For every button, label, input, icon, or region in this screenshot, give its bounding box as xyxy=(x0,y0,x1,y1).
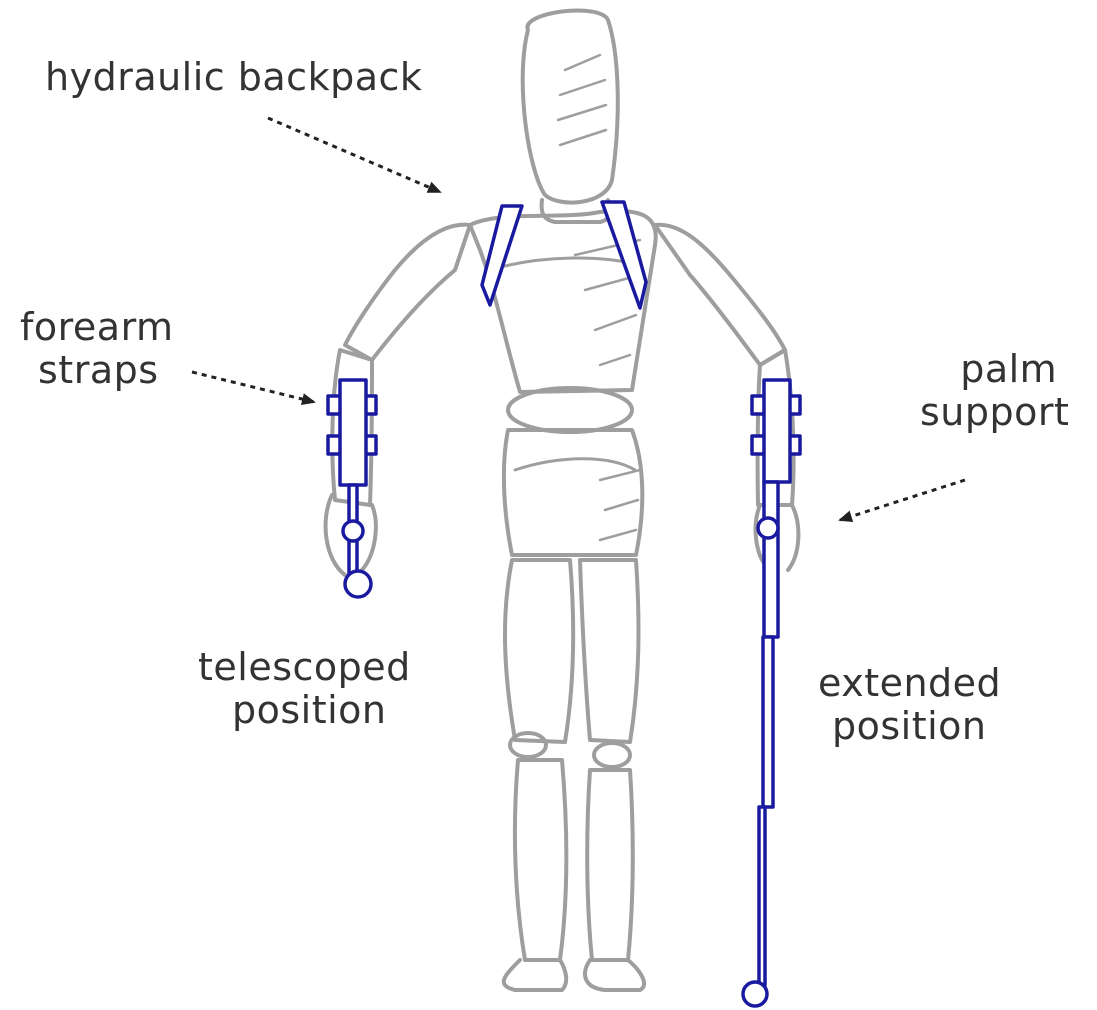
palm-grip-left xyxy=(343,521,363,541)
mannequin-left-upper-arm xyxy=(345,225,470,360)
label-hydraulic-backpack: hydraulic backpack xyxy=(45,56,422,99)
mannequin-right-thigh xyxy=(580,560,638,742)
label-extended-line2: position xyxy=(818,705,1001,748)
mannequin-left-shin xyxy=(515,760,566,960)
arrow-palm-support xyxy=(840,480,965,520)
forearm-sleeve-right xyxy=(764,380,790,482)
mannequin-figure xyxy=(326,11,799,990)
mannequin-right-shin xyxy=(587,770,633,960)
forearm-sleeve-left xyxy=(340,380,366,485)
telescope-outer-right xyxy=(764,482,778,637)
mannequin-left-foot xyxy=(504,960,566,990)
telescope-middle-right xyxy=(763,637,773,807)
mannequin-right-upper-arm xyxy=(655,225,785,365)
label-forearm-straps: forearm straps xyxy=(20,306,174,391)
label-forearm-straps-line1: forearm xyxy=(20,306,174,349)
label-palm-support-line2: support xyxy=(920,391,1069,434)
rod-tip-left xyxy=(345,571,371,597)
label-extended-line1: extended xyxy=(818,662,1001,705)
telescope-inner-right xyxy=(759,807,765,985)
label-forearm-straps-line2: straps xyxy=(20,349,174,392)
backpack-strut-right xyxy=(602,202,646,308)
label-palm-support-line1: palm xyxy=(920,348,1069,391)
mannequin-waist xyxy=(508,388,632,432)
palm-grip-right xyxy=(758,518,778,538)
label-palm-support: palm support xyxy=(920,348,1069,433)
label-telescoped-position: telescoped position xyxy=(198,646,411,731)
label-extended-position: extended position xyxy=(818,662,1001,747)
arrow-forearm-straps xyxy=(192,372,314,402)
label-telescoped-line1: telescoped xyxy=(198,646,411,689)
mannequin-pelvis xyxy=(504,430,642,555)
mannequin-left-thigh xyxy=(505,560,573,742)
arrow-hydraulic-backpack xyxy=(268,118,440,192)
mannequin-right-foot xyxy=(585,960,644,990)
rod-tip-right xyxy=(743,982,767,1006)
label-telescoped-line2: position xyxy=(198,689,411,732)
extended-arm-device xyxy=(743,380,800,1006)
